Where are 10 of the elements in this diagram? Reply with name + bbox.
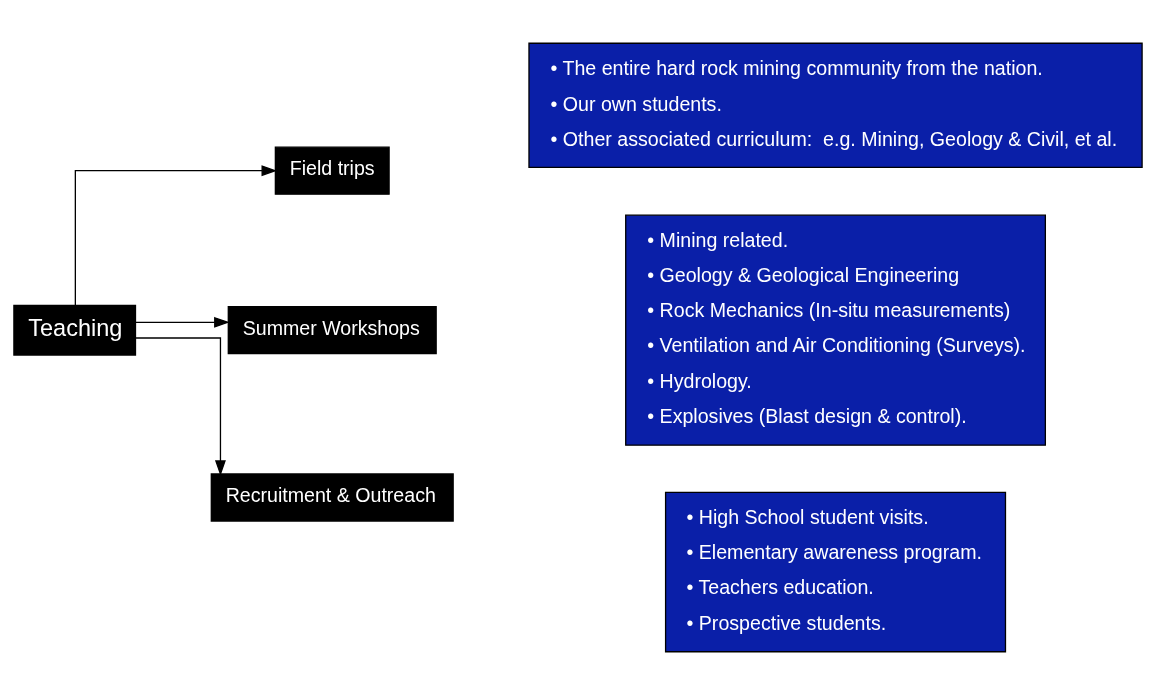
node-box: • High School student visits. • Elementary awareness program. • Teachers education. • Prospective students.	[664, 491, 1007, 652]
node-box: Teaching	[13, 304, 137, 356]
arrow	[135, 316, 230, 328]
node-box: Summer Workshops	[227, 305, 437, 354]
node-box: Field trips	[274, 146, 390, 195]
node-box: • Mining related. • Geology & Geological Engineering • Rock Mechanics (In-situ measurements) • Ventilation and Air Conditioning (Surveys). • Hydrology. • Explosives (Blast design & control).	[625, 214, 1046, 446]
node-box: • The entire hard rock mining community from the nation. • Our own students. • Other associated curriculum: e.g. Mining, Geology & Civil, et al.	[528, 42, 1143, 168]
arrow	[135, 336, 226, 476]
node-box: Recruitment & Outreach	[210, 472, 454, 522]
arrow	[74, 164, 278, 306]
